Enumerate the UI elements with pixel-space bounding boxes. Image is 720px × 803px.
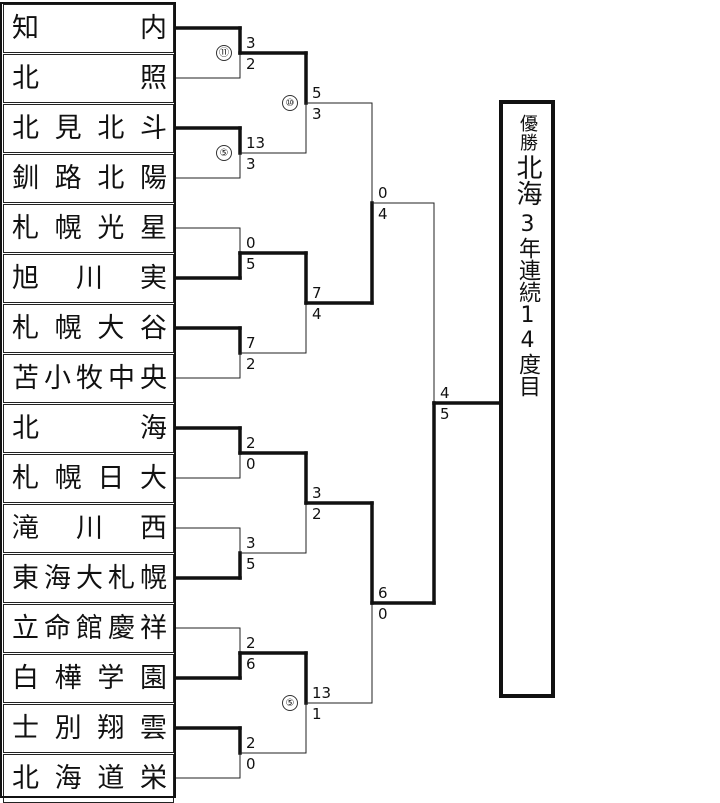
score-top: 13 xyxy=(312,684,332,702)
team-name: 札幌大谷 xyxy=(12,313,167,344)
team-name: 釧路北陽 xyxy=(12,163,167,194)
extra-innings-badge: ⑤ xyxy=(216,145,232,161)
team-name: 北海 xyxy=(12,413,167,444)
score-top: 3 xyxy=(246,534,256,552)
extra-innings-badge: ⑪ xyxy=(216,45,232,61)
score-bottom: 0 xyxy=(246,755,256,773)
score-bottom: 5 xyxy=(246,555,256,573)
score-top: 5 xyxy=(312,84,322,102)
team-name: 立命館慶祥 xyxy=(12,613,167,644)
score-top: 2 xyxy=(246,734,256,752)
score-bottom: 2 xyxy=(246,55,256,73)
champion-box: 優勝 北海 3年連続14度目 xyxy=(499,100,555,698)
team-row: 札幌日大 xyxy=(3,454,174,503)
extra-innings-badge: ⑩ xyxy=(282,95,298,111)
score-top: 7 xyxy=(246,334,256,352)
team-row: 北照 xyxy=(3,54,174,103)
team-name: 札幌日大 xyxy=(12,463,167,494)
team-name: 士別翔雲 xyxy=(12,713,167,744)
score-bottom: 3 xyxy=(246,155,256,173)
score-top: 3 xyxy=(312,484,322,502)
team-name: 北見北斗 xyxy=(12,113,167,144)
team-row: 北見北斗 xyxy=(3,104,174,153)
team-row: 滝川西 xyxy=(3,504,174,553)
score-top: 2 xyxy=(246,434,256,452)
team-name: 白樺学園 xyxy=(12,663,167,694)
score-bottom: 1 xyxy=(312,705,322,723)
score-top: 4 xyxy=(440,384,450,402)
team-row: 士別翔雲 xyxy=(3,704,174,753)
team-row: 知内 xyxy=(3,4,174,53)
team-name: 札幌光星 xyxy=(12,213,167,244)
score-bottom: 2 xyxy=(246,355,256,373)
score-bottom: 0 xyxy=(246,455,256,473)
score-bottom: 5 xyxy=(440,405,450,423)
score-top: 7 xyxy=(312,284,322,302)
score-bottom: 4 xyxy=(378,205,388,223)
team-name: 東海大札幌 xyxy=(12,563,167,594)
score-bottom: 3 xyxy=(312,105,322,123)
team-name: 知内 xyxy=(12,13,167,44)
score-bottom: 4 xyxy=(312,305,322,323)
team-row: 釧路北陽 xyxy=(3,154,174,203)
score-top: 13 xyxy=(246,134,266,152)
extra-innings-badge: ⑤ xyxy=(282,695,298,711)
team-row: 札幌大谷 xyxy=(3,304,174,353)
score-top: 0 xyxy=(378,184,388,202)
team-name: 滝川西 xyxy=(12,513,167,544)
team-row: 立命館慶祥 xyxy=(3,604,174,653)
team-name: 北海道栄 xyxy=(12,763,167,794)
team-row: 北海道栄 xyxy=(3,754,174,803)
score-bottom: 6 xyxy=(246,655,256,673)
champion-school: 北海 xyxy=(512,154,542,206)
score-top: 6 xyxy=(378,584,388,602)
score-top: 0 xyxy=(246,234,256,252)
team-row: 白樺学園 xyxy=(3,654,174,703)
team-name: 北照 xyxy=(12,63,167,94)
score-bottom: 2 xyxy=(312,505,322,523)
team-name: 旭川実 xyxy=(12,263,167,294)
score-bottom: 5 xyxy=(246,255,256,273)
team-row: 札幌光星 xyxy=(3,204,174,253)
score-top: 3 xyxy=(246,34,256,52)
score-top: 2 xyxy=(246,634,256,652)
team-row: 東海大札幌 xyxy=(3,554,174,603)
champion-label: 優勝 xyxy=(517,114,538,152)
score-bottom: 0 xyxy=(378,605,388,623)
team-name: 苫小牧中央 xyxy=(12,363,167,394)
team-row: 北海 xyxy=(3,404,174,453)
team-row: 旭川実 xyxy=(3,254,174,303)
champion-note: 3年連続14度目 xyxy=(515,212,540,397)
team-row: 苫小牧中央 xyxy=(3,354,174,403)
